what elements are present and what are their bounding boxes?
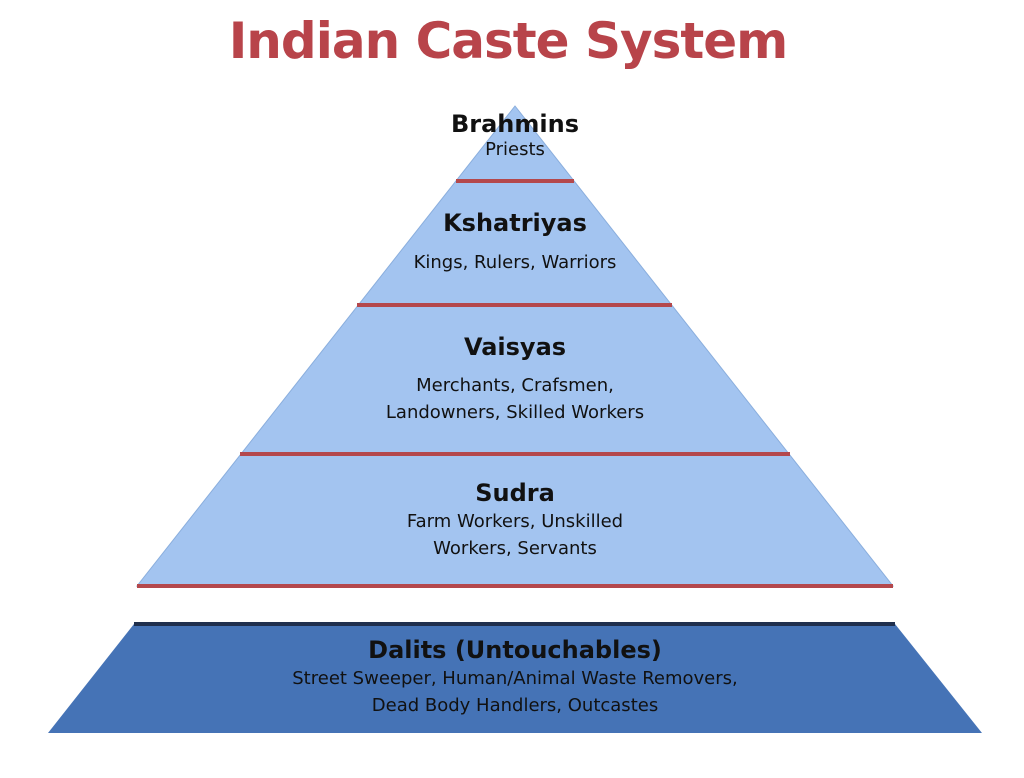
tier-brahmins: Brahmins Priests xyxy=(0,109,1024,161)
tier-kshatriyas-description: Kings, Rulers, Warriors xyxy=(413,252,617,273)
tier-dalits-description: Street Sweeper, Human/Animal Waste Remov… xyxy=(292,668,738,716)
diagram-title: Indian Caste System xyxy=(228,12,789,70)
tier-brahmins-description: Priests xyxy=(485,139,545,160)
tier-kshatriyas: Kshatriyas Kings, Rulers, Warriors xyxy=(0,208,1024,276)
tier-brahmins-name: Brahmins xyxy=(450,110,579,138)
tier-vaisyas-description: Merchants, Crafsmen, Landowners, Skilled… xyxy=(385,375,645,423)
tier-vaisyas-name: Vaisyas xyxy=(463,333,567,361)
tier-sudra: Sudra Farm Workers, Unskilled Workers, S… xyxy=(0,478,1024,562)
tier-dalits-name: Dalits (Untouchables) xyxy=(368,636,662,664)
dalits-base-trapezoid xyxy=(48,624,982,733)
tier-dalits: Dalits (Untouchables) Street Sweeper, Hu… xyxy=(0,635,1024,719)
tier-vaisyas: Vaisyas Merchants, Crafsmen, Landowners,… xyxy=(0,332,1024,426)
tier-kshatriyas-name: Kshatriyas xyxy=(443,209,587,237)
tier-sudra-description: Farm Workers, Unskilled Workers, Servant… xyxy=(406,511,624,559)
tier-sudra-name: Sudra xyxy=(475,479,555,507)
